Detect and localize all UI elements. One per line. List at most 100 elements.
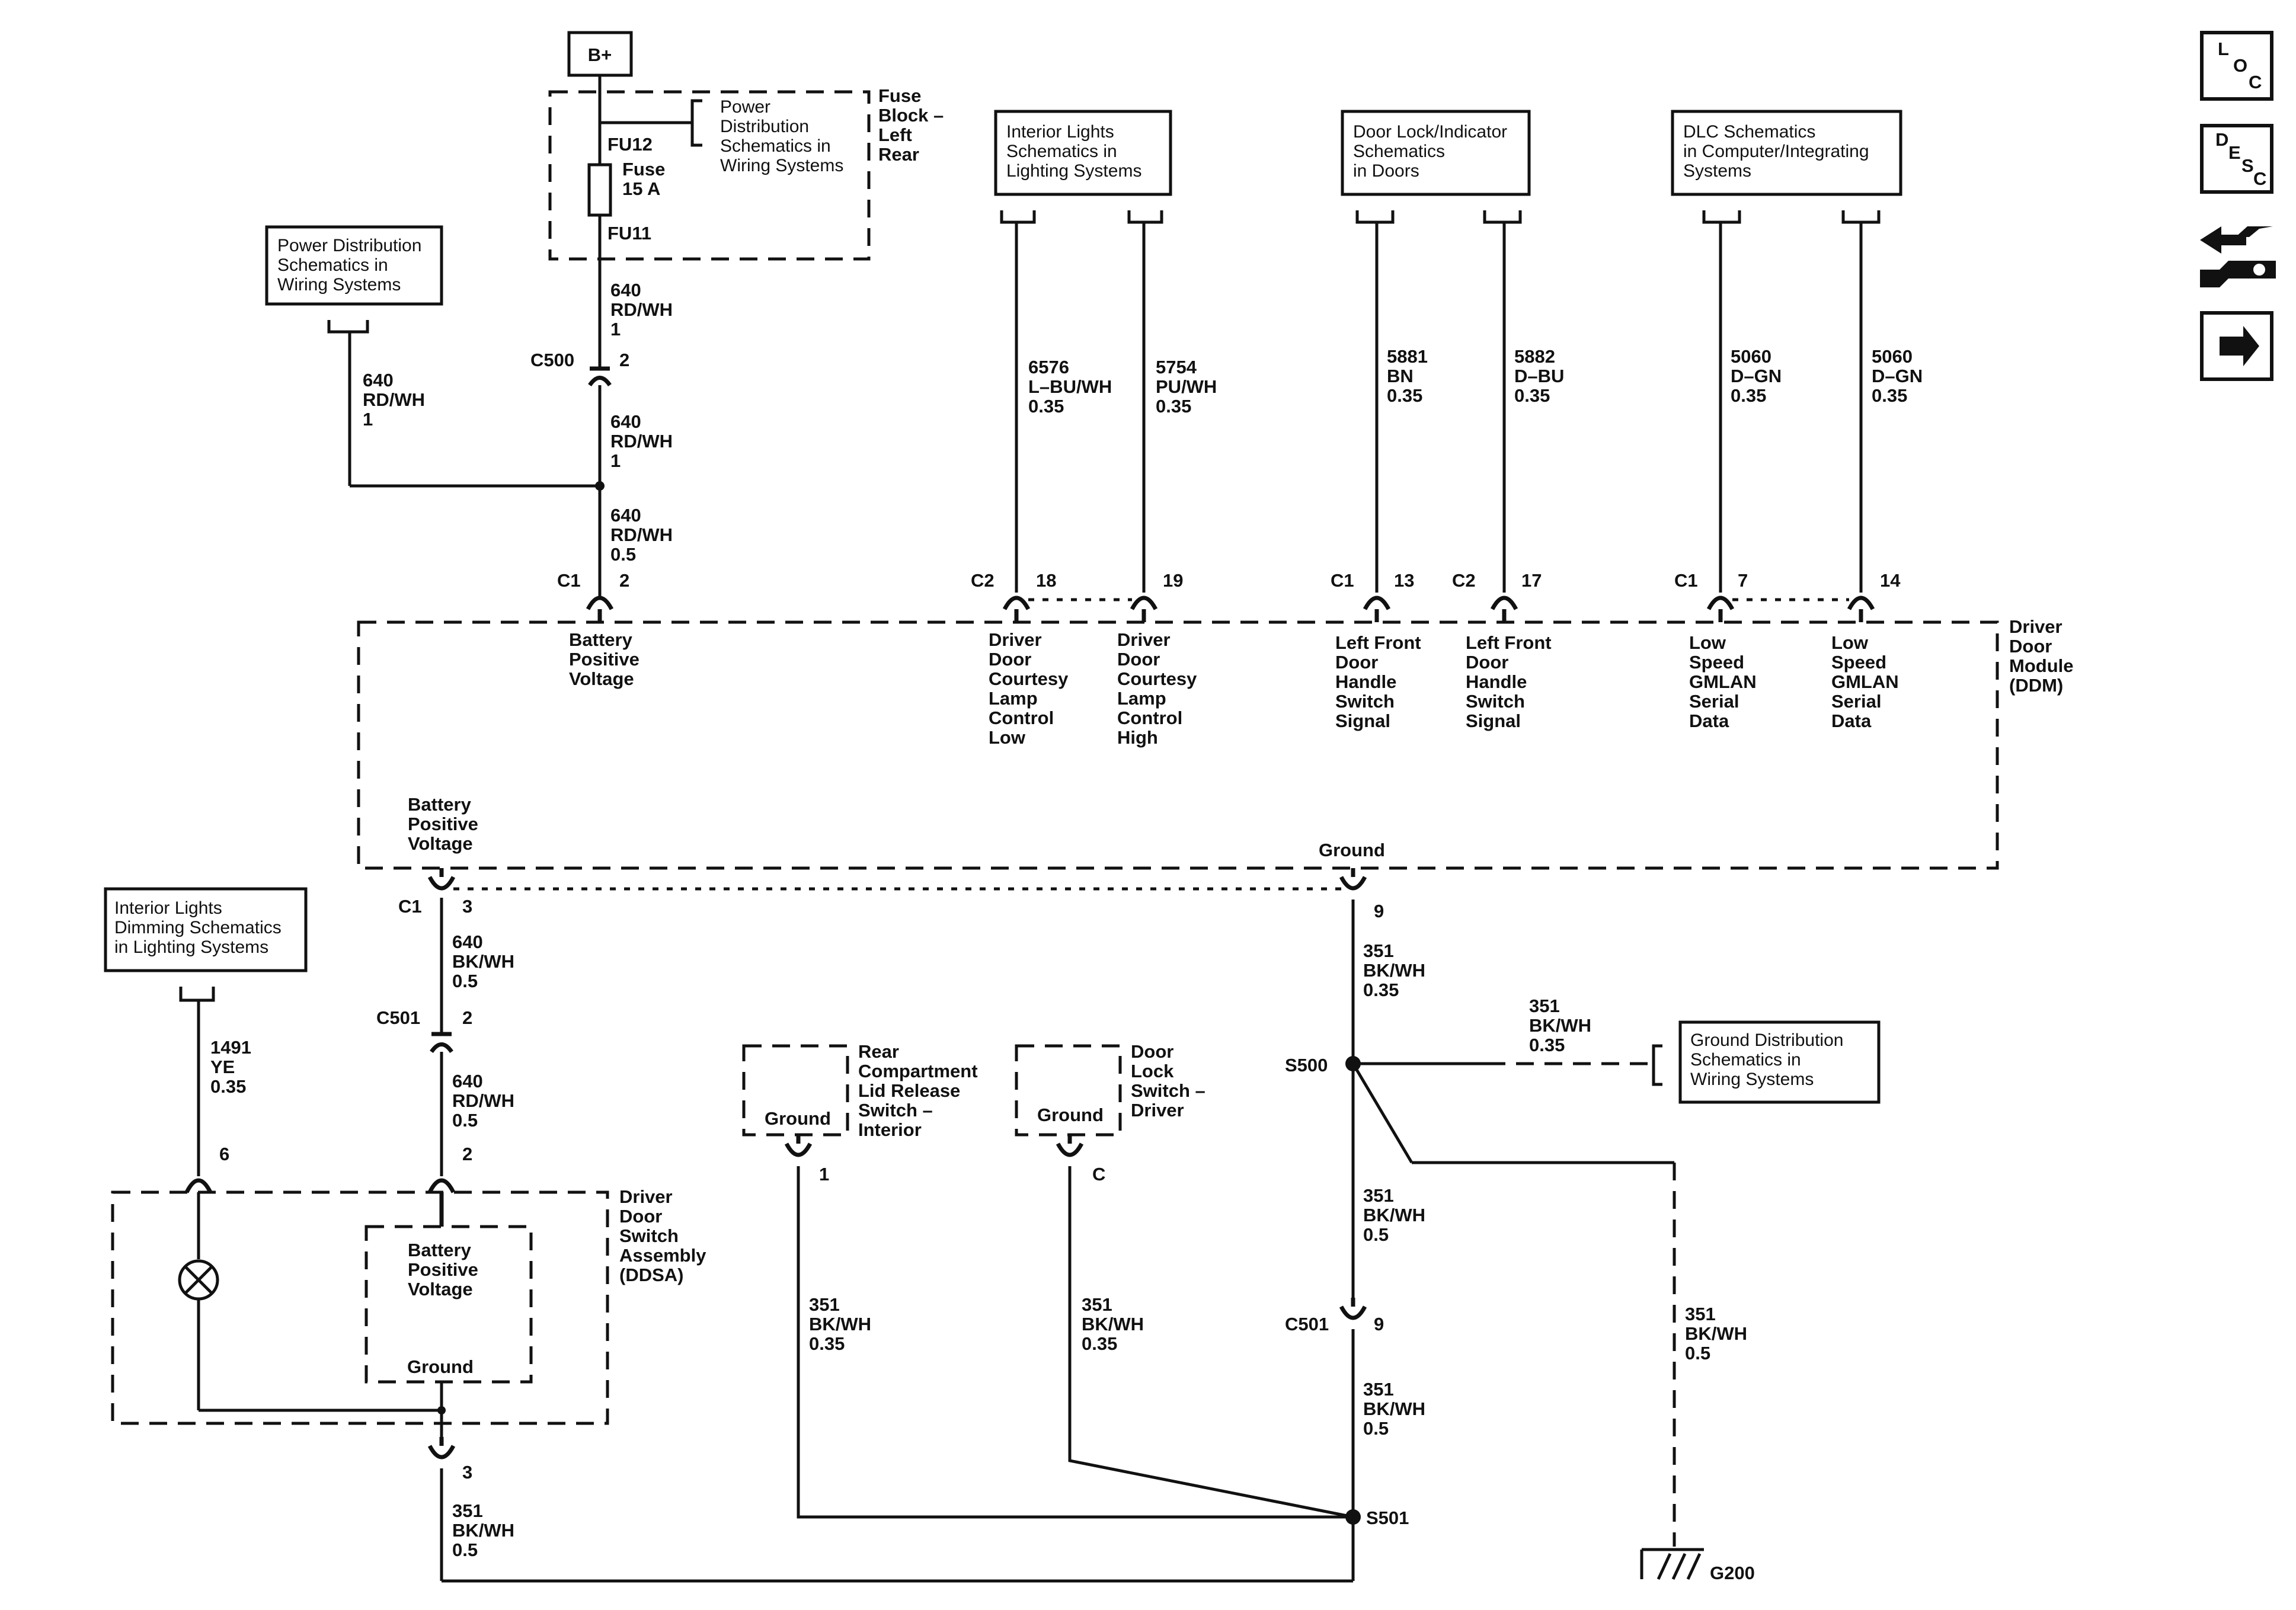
ddsa-ground: Ground <box>407 1356 474 1377</box>
c1-low-label: C1 <box>398 896 422 917</box>
c1-b-pin: 13 <box>1394 570 1414 591</box>
loc-letter-1: L <box>2218 39 2229 59</box>
dimming-box[interactable] <box>104 887 308 972</box>
c501-a-pin: 2 <box>462 1007 472 1028</box>
interior-lights-box[interactable] <box>994 110 1172 196</box>
c2-b-label: C2 <box>1452 570 1476 591</box>
g200-label: G200 <box>1710 1563 1755 1583</box>
c500-pin: 2 <box>619 350 629 370</box>
ddsa-outline <box>111 1190 609 1425</box>
rear-lid-switch-outline <box>742 1044 849 1137</box>
c2-a-pin: 18 <box>1036 570 1056 591</box>
s501-label: S501 <box>1366 1507 1409 1528</box>
s500-label: S500 <box>1285 1055 1328 1076</box>
power-distribution-box[interactable] <box>265 225 443 306</box>
c1-b-label: C1 <box>1331 570 1354 591</box>
desc-letter-3: S <box>2241 155 2254 176</box>
battery-label: B+ <box>588 44 612 65</box>
ddsa-pin3: 3 <box>462 1462 472 1483</box>
loc-letter-3: C <box>2249 72 2262 92</box>
ddsa-pin2: 2 <box>462 1144 472 1164</box>
ground-symbol-icon <box>1640 1548 1704 1580</box>
c501-b-label: C501 <box>1285 1314 1329 1334</box>
ground-pin: 9 <box>1374 901 1384 921</box>
loc-icon[interactable]: L O C <box>2200 31 2273 101</box>
rear-lid-switch-pin: 1 <box>819 1164 829 1185</box>
c2-a-label: C2 <box>971 570 994 591</box>
battery-source: B+ <box>567 31 633 77</box>
c501-b-pin: 9 <box>1374 1314 1384 1334</box>
fuse-symbol <box>587 163 612 217</box>
connector-tool-icon[interactable] <box>2200 226 2276 287</box>
dlc-box[interactable] <box>1671 110 1902 196</box>
door-lock-switch-pin: C <box>1092 1164 1105 1185</box>
desc-icon[interactable]: D E S C <box>2200 124 2273 194</box>
c1-c2-pin: 14 <box>1880 570 1901 591</box>
ground-distribution-box[interactable] <box>1678 1020 1881 1104</box>
lamp-icon <box>178 1259 219 1301</box>
ddsa-inner-outline <box>364 1225 533 1384</box>
fu12-label: FU12 <box>607 134 653 155</box>
ddm-pin-ground: Ground <box>1319 840 1385 860</box>
desc-letter-1: D <box>2215 129 2228 150</box>
c2-b-pin: 17 <box>1521 570 1542 591</box>
c1-top-pin: 2 <box>619 570 629 591</box>
c1-c-label: C1 <box>1674 570 1698 591</box>
c501-a-label: C501 <box>376 1007 420 1028</box>
next-arrow-icon[interactable] <box>2200 311 2273 381</box>
desc-letter-2: E <box>2228 142 2241 163</box>
ddm-outline <box>357 620 1999 870</box>
c2-a2-pin: 19 <box>1163 570 1183 591</box>
desc-letter-4: C <box>2253 168 2266 189</box>
ddsa-pin6: 6 <box>219 1144 229 1164</box>
door-lock-box[interactable] <box>1341 110 1531 196</box>
c500-label: C500 <box>530 350 574 370</box>
door-lock-switch-ground: Ground <box>1037 1105 1104 1125</box>
ddm-top-terminals <box>1002 596 1875 622</box>
fu11-label: FU11 <box>607 223 651 244</box>
c1-top-label: C1 <box>557 570 581 591</box>
